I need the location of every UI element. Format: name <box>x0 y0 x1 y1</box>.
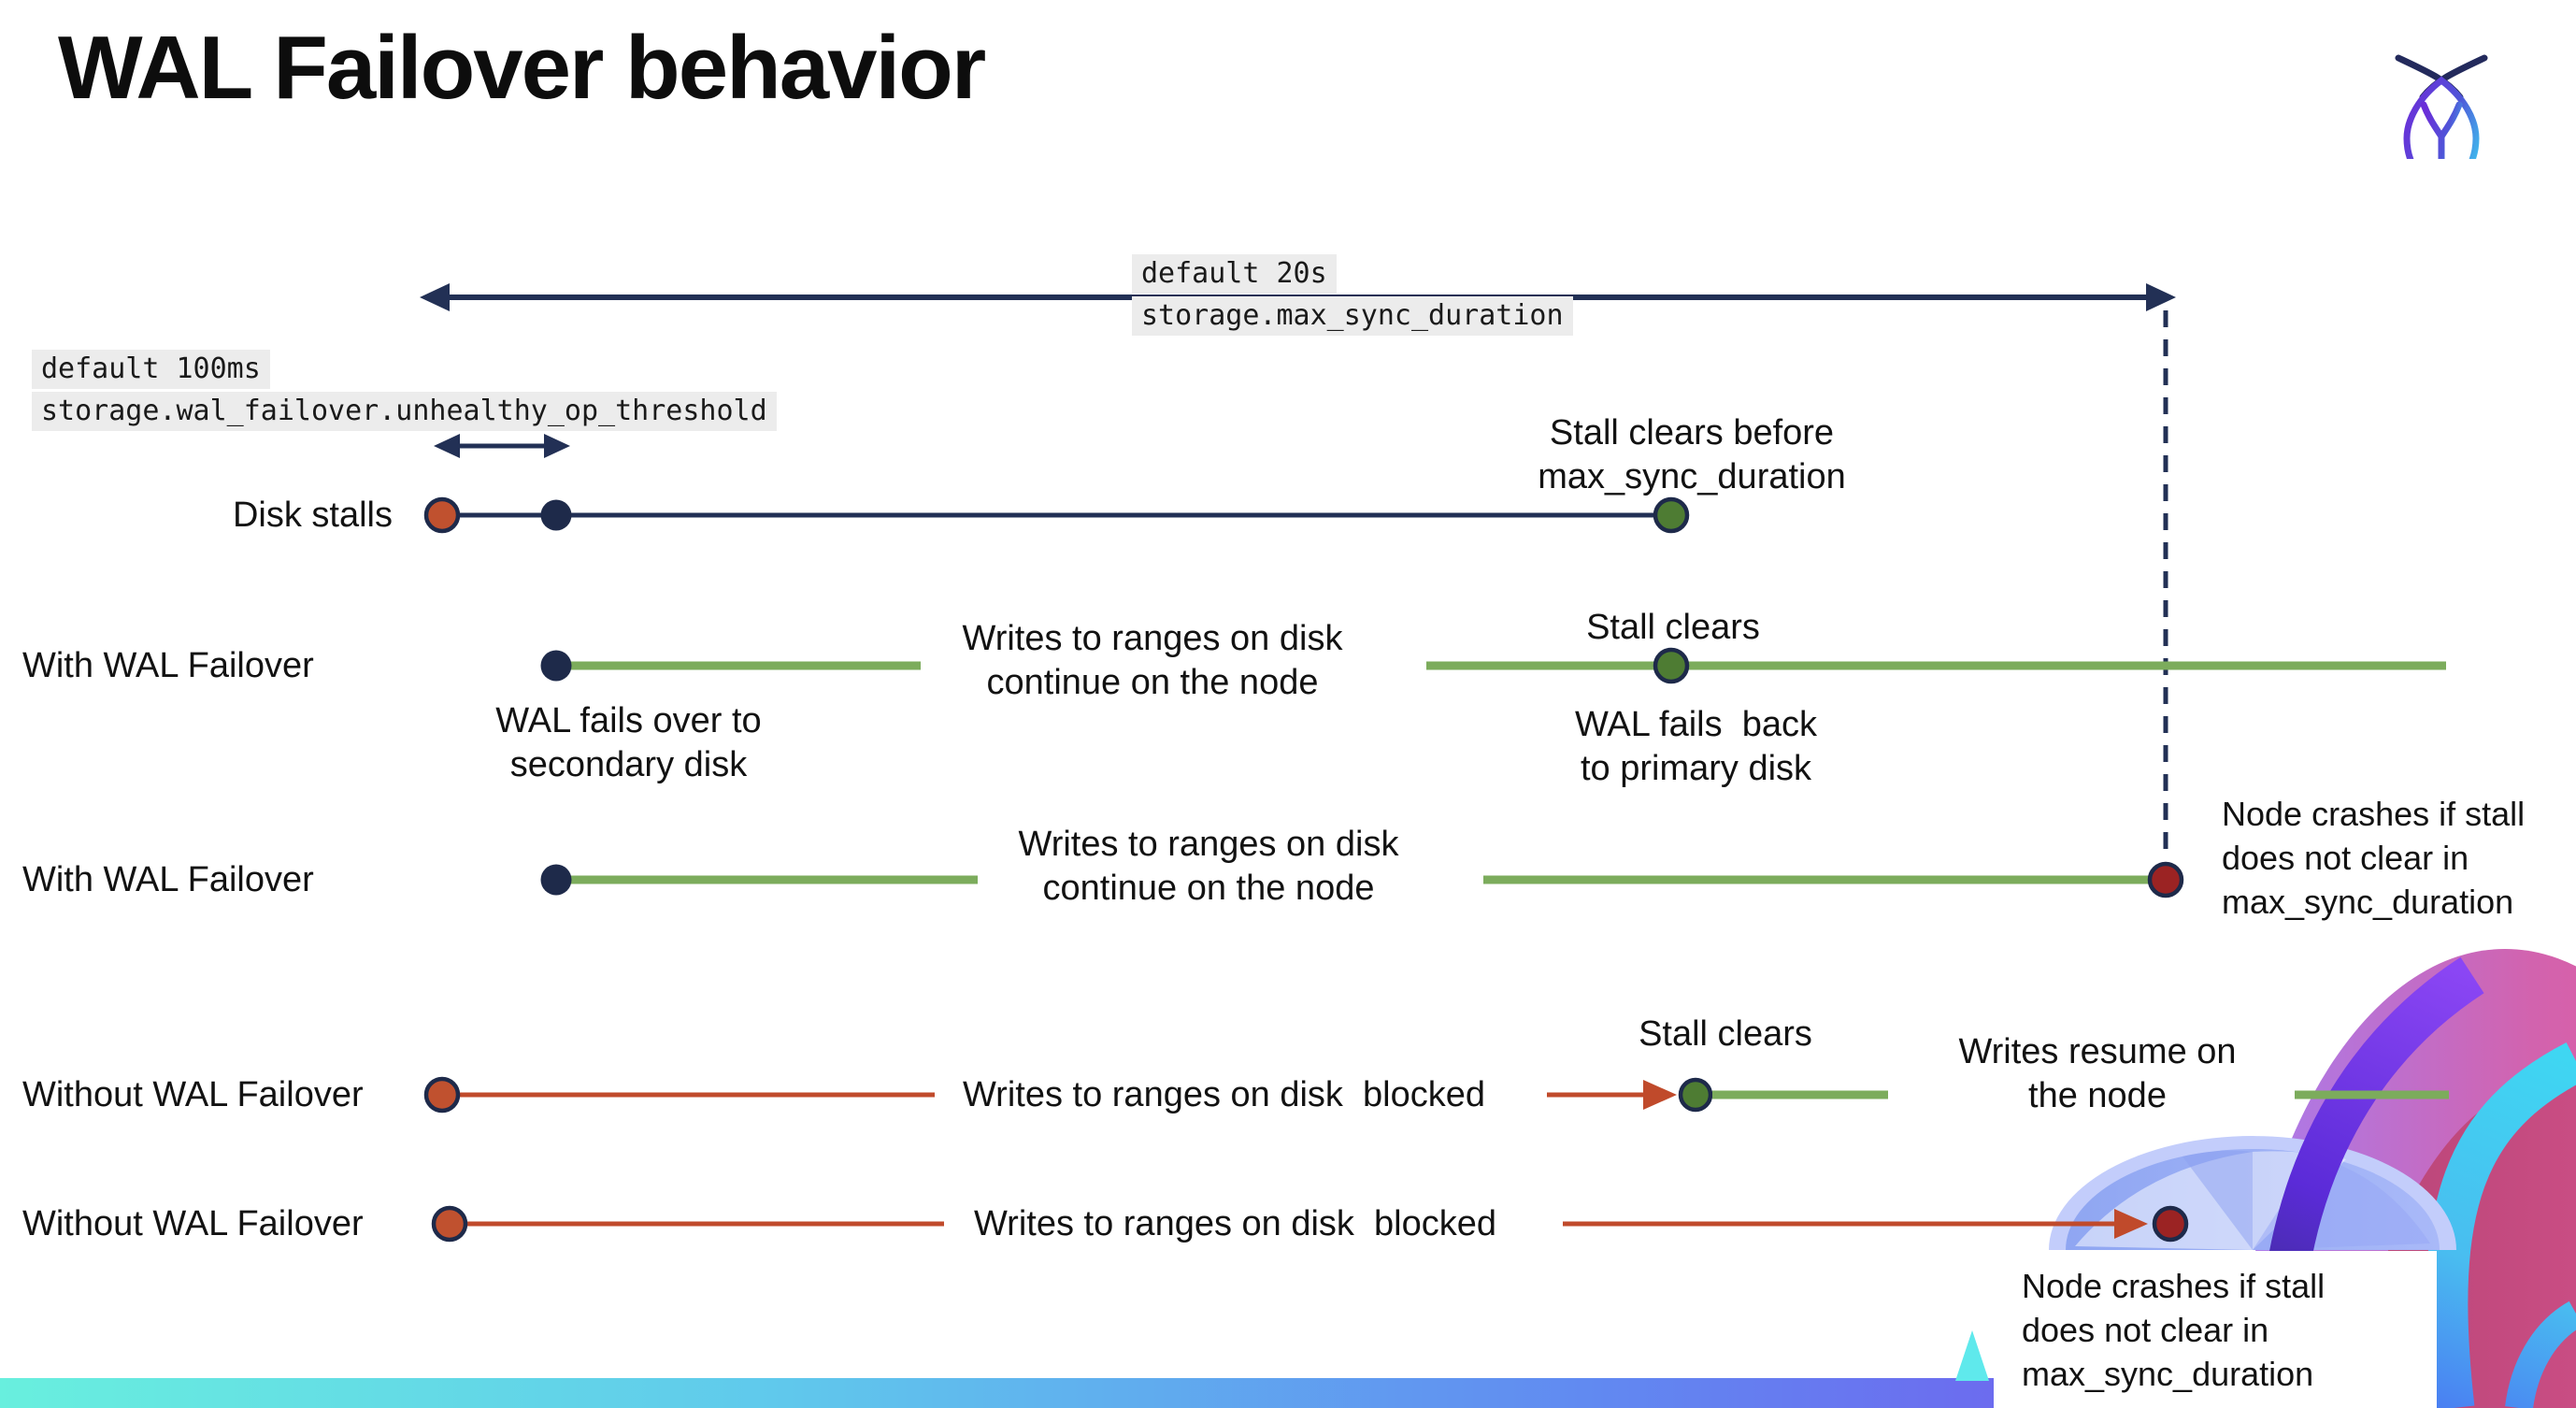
stall-start-dot <box>423 1076 461 1113</box>
stall-start-dot <box>431 1205 468 1243</box>
node-crash-dot <box>2147 861 2184 898</box>
row-label-disk-stalls: Disk stalls <box>232 496 393 535</box>
threshold-default-label: default 100ms <box>32 350 270 389</box>
row-label-without-wal-failover-1: Without WAL Failover <box>22 1075 364 1114</box>
wal-fails-over-annotation: WAL fails over to secondary disk <box>495 701 762 784</box>
stall-clears-before-annotation: Stall clears before max_sync_duration <box>1538 413 1846 496</box>
node-crash-dot <box>2152 1205 2189 1243</box>
row-without-wal-failover-2-timeline <box>431 1205 2189 1243</box>
stall-start-dot <box>423 496 461 534</box>
stall-clears-dot <box>1653 496 1690 534</box>
node-crash-callout-box: Node crashes if stall does not clear in … <box>1994 1251 2437 1408</box>
threshold-dot <box>540 499 572 531</box>
stall-clears-annotation-1: Stall clears <box>1586 608 1760 647</box>
wal-fails-back-annotation: WAL fails back to primary disk <box>1574 705 1818 788</box>
failover-dot <box>540 864 572 896</box>
writes-resume-annotation: Writes resume on the node <box>1958 1032 2237 1115</box>
dome-petal <box>2182 1150 2253 1250</box>
red-arrowhead <box>1643 1080 1677 1110</box>
writes-blocked-annotation-2: Writes to ranges on disk blocked <box>974 1204 1497 1243</box>
row-with-wal-failover-2-timeline <box>540 861 2184 898</box>
failover-dot <box>540 650 572 682</box>
cyan-triangle-shape <box>1955 1330 1989 1381</box>
writes-continue-annotation-1: Writes to ranges on disk continue on the… <box>962 619 1343 702</box>
row-with-wal-failover-1-timeline <box>540 647 2446 684</box>
stall-clears-dot <box>1653 647 1690 684</box>
node-crash-annotation-2: Node crashes if stall does not clear in … <box>2022 1267 2326 1393</box>
stall-clears-annotation-2: Stall clears <box>1639 1014 1812 1054</box>
stall-clears-dot <box>1678 1077 1713 1113</box>
row-without-wal-failover-1-timeline <box>423 1076 2449 1113</box>
writes-blocked-annotation-1: Writes to ranges on disk blocked <box>963 1075 1486 1114</box>
page-title: WAL Failover behavior <box>58 18 986 118</box>
max-sync-setting-label: storage.max_sync_duration <box>1132 296 1573 336</box>
unhealthy-op-threshold-arrow <box>434 434 570 458</box>
row-label-with-wal-failover-1: With WAL Failover <box>22 646 314 685</box>
red-arrowhead <box>2114 1209 2148 1239</box>
cockroachdb-logo-icon <box>2395 54 2488 159</box>
cyan-arc-shape <box>2426 1042 2576 1408</box>
cyan-arc-small-shape <box>2505 1300 2576 1408</box>
max-sync-default-label: default 20s <box>1132 254 1337 294</box>
node-crash-annotation-1: Node crashes if stall does not clear in … <box>2222 795 2526 921</box>
threshold-setting-label: storage.wal_failover.unhealthy_op_thresh… <box>32 392 777 431</box>
row-disk-stalls-timeline <box>423 496 1690 534</box>
writes-continue-annotation-2: Writes to ranges on disk continue on the… <box>1018 825 1399 908</box>
row-label-without-wal-failover-2: Without WAL Failover <box>22 1204 364 1243</box>
row-label-with-wal-failover-2: With WAL Failover <box>22 860 314 899</box>
